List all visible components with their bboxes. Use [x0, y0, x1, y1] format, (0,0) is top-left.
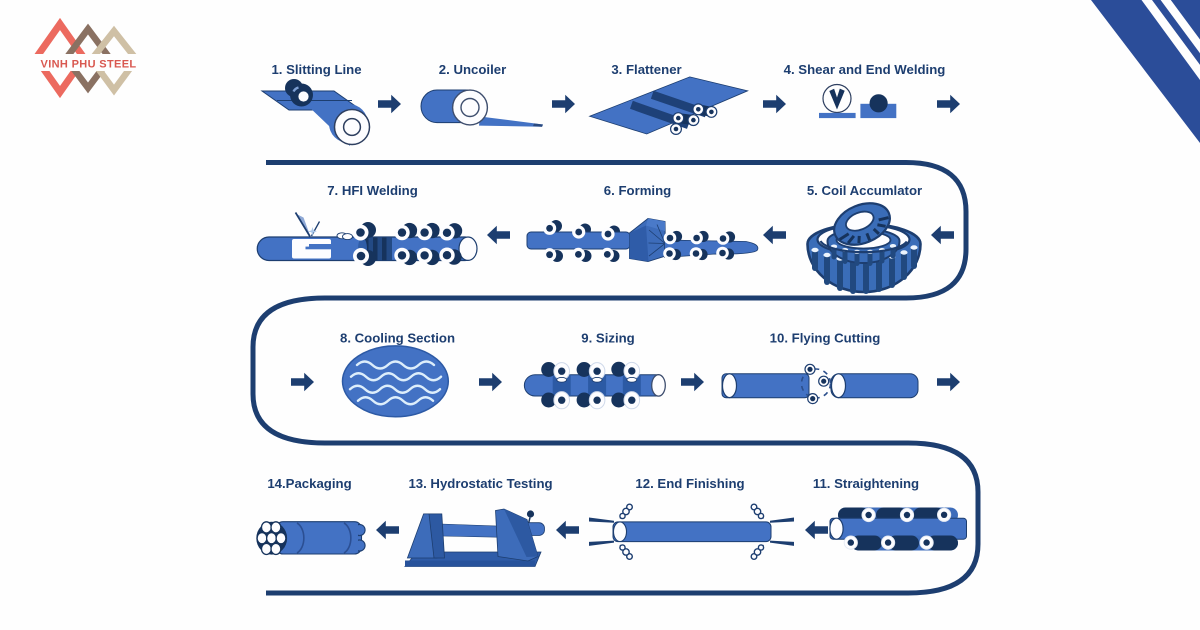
svg-text:12. End Finishing: 12. End Finishing: [635, 476, 744, 491]
svg-text:6. Forming: 6. Forming: [604, 183, 671, 198]
svg-text:7. HFI Welding: 7. HFI Welding: [327, 183, 418, 198]
svg-text:VINH PHU STEEL: VINH PHU STEEL: [41, 59, 137, 71]
svg-text:5. Coil Accumlator: 5. Coil Accumlator: [807, 183, 922, 198]
svg-text:2. Uncoiler: 2. Uncoiler: [439, 62, 506, 77]
svg-text:4. Shear and End Welding: 4. Shear and End Welding: [784, 62, 946, 77]
svg-text:11. Straightening: 11. Straightening: [813, 476, 919, 491]
svg-text:14.Packaging: 14.Packaging: [267, 476, 351, 491]
svg-text:9. Sizing: 9. Sizing: [581, 331, 635, 346]
svg-text:3. Flattener: 3. Flattener: [611, 62, 681, 77]
svg-text:8. Cooling Section: 8. Cooling Section: [340, 331, 455, 346]
svg-text:10. Flying Cutting: 10. Flying Cutting: [770, 331, 881, 346]
svg-text:1. Slitting Line: 1. Slitting Line: [271, 62, 361, 77]
svg-text:13. Hydrostatic Testing: 13. Hydrostatic Testing: [408, 476, 552, 491]
